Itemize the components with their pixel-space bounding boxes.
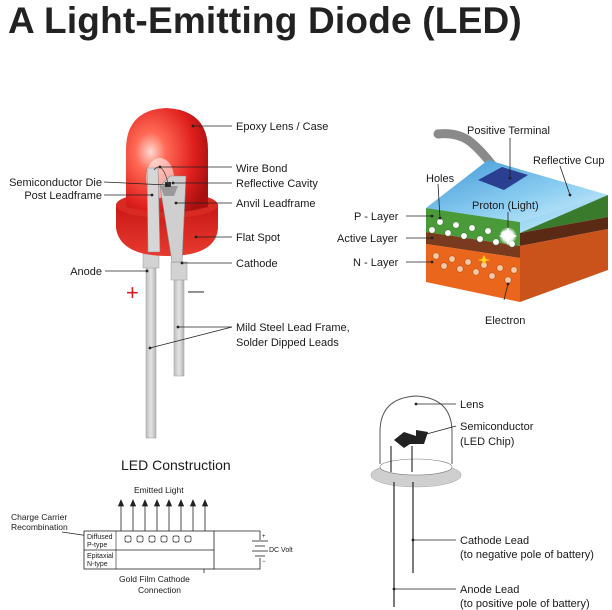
label-gold-film-line1: Gold Film Cathode [119, 574, 190, 584]
label-anode: Anode [70, 266, 102, 278]
chip-right-active [520, 217, 608, 246]
circuit-wires [214, 530, 268, 570]
label-outline-anode-pole: (to positive pole of battery) [460, 598, 590, 610]
label-positive-terminal: Positive Terminal [467, 125, 550, 137]
electron-symbols [432, 252, 518, 284]
construction-diagram: + − [83, 498, 268, 573]
recombination-spark [478, 255, 490, 265]
positive-terminal-pad-top [478, 167, 528, 190]
label-p-type: P-type [87, 542, 107, 549]
label-reflective-cup: Reflective Cup [533, 155, 605, 167]
minus-sign: — [188, 283, 204, 300]
label-wire-bond: Wire Bond [236, 163, 287, 175]
label-n-type: N-type [87, 561, 108, 568]
label-post-leadframe: Post Leadframe [24, 190, 102, 202]
label-outline-lens: Lens [460, 399, 484, 411]
carrier-pairs [124, 535, 192, 543]
dc-minus: − [262, 559, 266, 565]
label-holes: Holes [426, 173, 455, 185]
label-n-layer: N - Layer [353, 257, 399, 269]
label-anvil-leadframe: Anvil Leadframe [236, 198, 316, 210]
led-illustration: + — [116, 108, 218, 439]
label-emitted-light: Emitted Light [134, 485, 184, 495]
emitted-light-arrows [117, 498, 209, 531]
reflective-cavity-shape [160, 186, 178, 196]
cathode-leg-tab [170, 261, 188, 281]
label-epitaxial: Epitaxial [87, 553, 114, 560]
outline-chip [394, 430, 428, 448]
chip-front-active-band [426, 232, 520, 258]
label-reflective-cavity: Reflective Cavity [236, 178, 318, 190]
outline-led [370, 395, 462, 607]
dc-plus: + [262, 534, 266, 540]
label-proton: Proton (Light) [472, 200, 539, 212]
chip-right-n [520, 229, 608, 302]
label-outline-anode-lead: Anode Lead [460, 584, 519, 596]
anvil-leadframe-shape [159, 175, 187, 263]
label-electron: Electron [485, 315, 525, 327]
label-recombination-line1: Charge Carrier [11, 512, 67, 522]
label-diffused: Diffused [87, 534, 113, 541]
label-flat-spot: Flat Spot [236, 232, 280, 244]
label-outline-led-chip: (LED Chip) [460, 436, 514, 448]
label-semiconductor-die: Semiconductor Die [9, 177, 102, 189]
post-leadframe-shape [146, 167, 161, 253]
construction-heading: LED Construction [121, 457, 231, 473]
wire-bond-shape [153, 166, 169, 184]
page-title: A Light-Emitting Diode (LED) [8, 0, 522, 41]
led-dome [126, 108, 208, 213]
anode-leg-tab [142, 253, 160, 269]
chip-illustration [426, 129, 608, 302]
plus-sign: + [126, 280, 139, 305]
label-cathode: Cathode [236, 258, 278, 270]
chip-leaders [406, 138, 572, 301]
led-leaders [103, 124, 233, 350]
label-dc-volt: DC Volt [269, 547, 293, 554]
label-outline-cathode-pole: (to negative pole of battery) [460, 549, 594, 561]
label-p-layer: P - Layer [354, 211, 399, 223]
outline-base-top [379, 458, 453, 476]
anode-leg [145, 251, 157, 439]
label-lead-frame-line2: Solder Dipped Leads [236, 337, 339, 349]
light-star [499, 226, 517, 246]
label-outline-semiconductor: Semiconductor [460, 421, 534, 433]
label-recombination-line2: Recombination [11, 522, 68, 532]
label-lead-frame-line1: Mild Steel Lead Frame, [236, 322, 350, 334]
label-epoxy-lens: Epoxy Lens / Case [236, 121, 328, 133]
label-gold-film-line2: Connection [138, 585, 181, 595]
label-active-layer: Active Layer [337, 233, 398, 245]
chip-top-face [426, 160, 608, 222]
outline-dome [379, 395, 453, 464]
outline-leaders [392, 402, 457, 591]
label-outline-cathode-lead: Cathode Lead [460, 535, 529, 547]
